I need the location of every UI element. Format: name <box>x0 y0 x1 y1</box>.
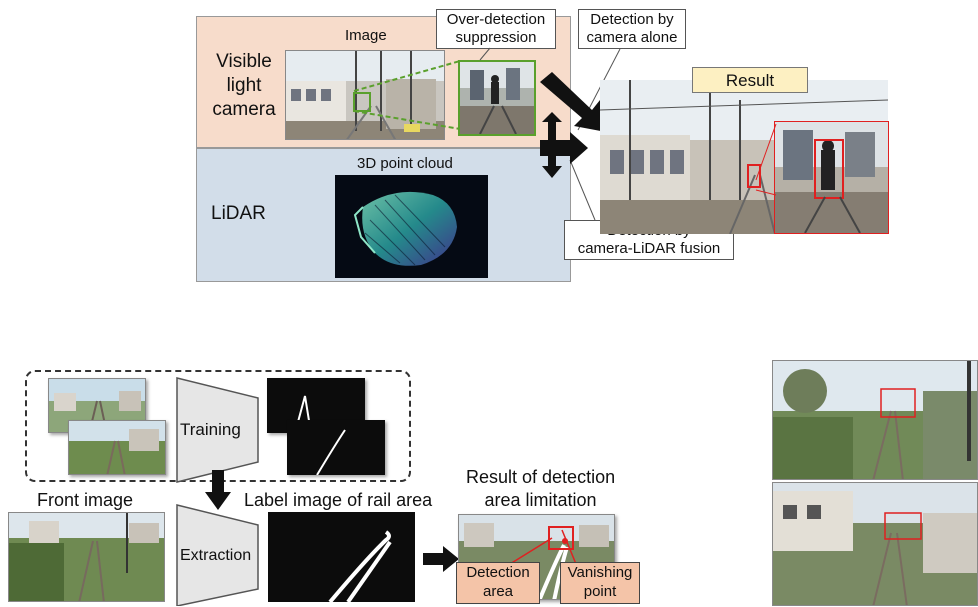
camera-label: Visible light camera <box>212 51 276 120</box>
lidar-label: LiDAR <box>211 203 266 224</box>
training-photo-2 <box>68 420 166 475</box>
detection-area-label: Detection area <box>456 562 540 604</box>
front-image-label: Front image <box>37 490 134 510</box>
flow-arrows <box>540 72 606 178</box>
extraction-label: Extraction <box>180 547 252 564</box>
result-zoom-connector <box>755 123 777 196</box>
training-label: Training <box>180 420 241 439</box>
training-to-extraction-arrow <box>205 470 231 510</box>
vanishing-point-label: Vanishing point <box>560 562 640 604</box>
camera-image <box>285 50 445 140</box>
result-limitation-label: Result of detection area limitation <box>466 467 616 510</box>
result-limitation-pointers <box>509 529 577 565</box>
extracted-label-image <box>268 512 415 604</box>
crop-connector <box>353 60 461 130</box>
point-cloud-label: 3D point cloud <box>357 155 453 172</box>
label-image-2 <box>287 420 385 476</box>
extraction-network-shape <box>176 504 259 606</box>
right-photo-bottom <box>772 482 978 606</box>
camera-alone-callout: Detection by camera alone <box>578 9 686 49</box>
extraction-to-result-arrow <box>423 546 459 572</box>
result-zoom <box>774 121 889 234</box>
image-label: Image <box>345 27 387 44</box>
front-image <box>8 512 165 602</box>
over-detection-callout: Over-detection suppression <box>436 9 556 49</box>
zoom-crop <box>458 60 536 136</box>
label-image-title: Label image of rail area <box>244 490 433 510</box>
training-network-shape <box>176 377 259 483</box>
point-cloud-image <box>335 175 488 278</box>
right-photo-top <box>772 360 978 480</box>
result-tag: Result <box>692 67 808 93</box>
